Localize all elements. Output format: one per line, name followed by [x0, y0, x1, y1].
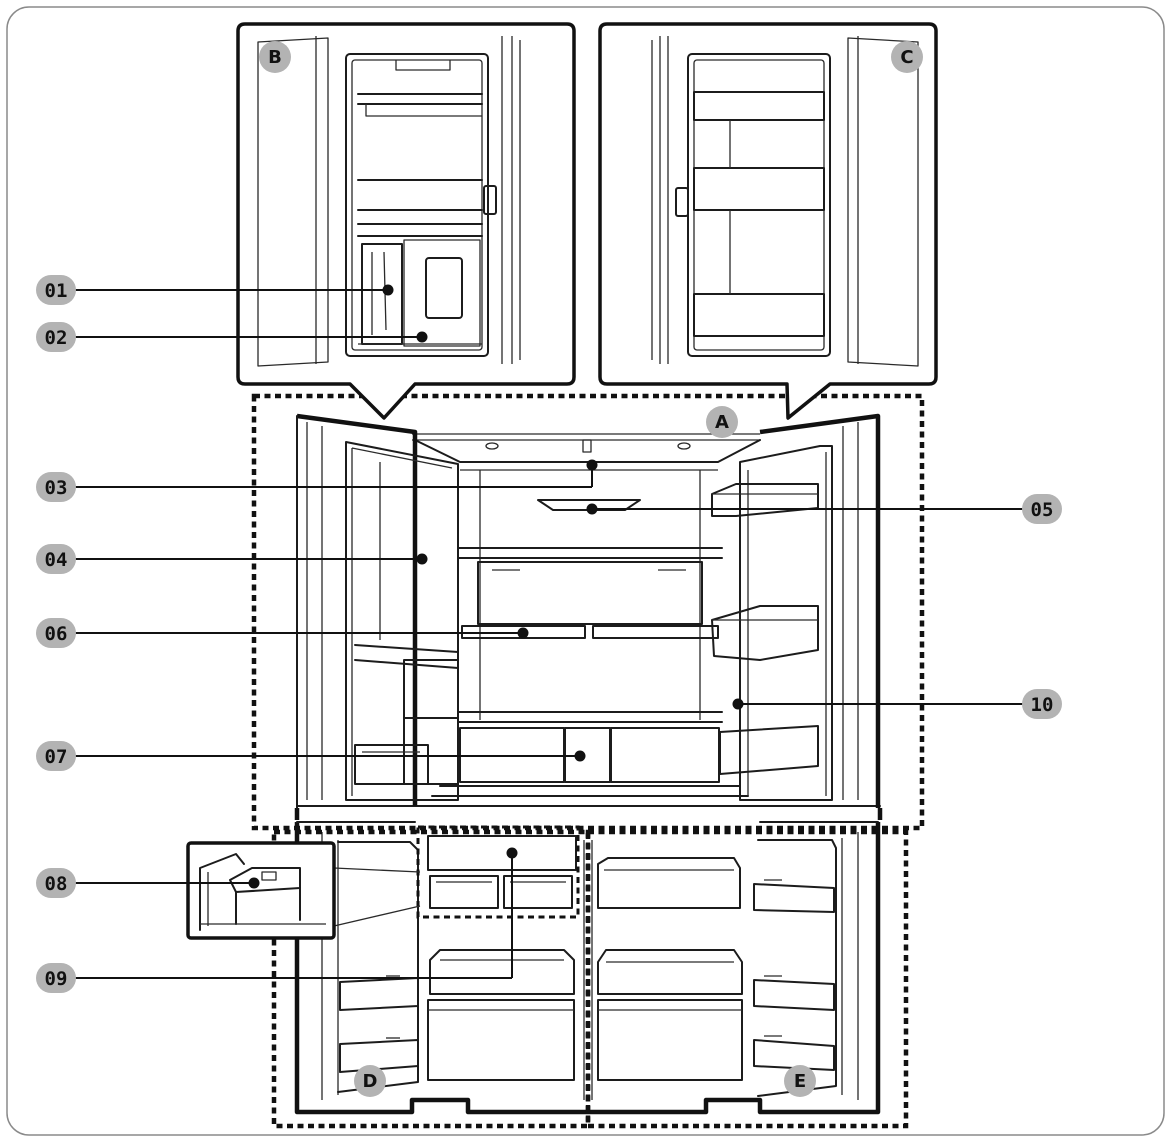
zone-label-a: A: [706, 406, 738, 438]
zone-label-b: B: [259, 41, 291, 73]
callout-03: 03: [36, 472, 76, 502]
callout-08: 08: [36, 868, 76, 898]
svg-text:07: 07: [45, 746, 68, 768]
inset-08-drawer-detail: [186, 841, 421, 940]
zone-label-c: C: [891, 41, 923, 73]
svg-text:05: 05: [1031, 499, 1054, 521]
svg-text:E: E: [794, 1071, 806, 1092]
callout-09: 09: [36, 963, 76, 993]
diagram-frame: [6, 6, 1165, 1136]
zone-label-d: D: [354, 1065, 386, 1097]
zone-label-e: E: [784, 1065, 816, 1097]
callout-02: 02: [36, 322, 76, 352]
callout-10: 10: [1022, 689, 1062, 719]
callout-07: 07: [36, 741, 76, 771]
svg-text:04: 04: [45, 549, 68, 571]
callout-05: 05: [1022, 494, 1062, 524]
callout-04: 04: [36, 544, 76, 574]
inset-b-left-door-detail: [236, 22, 576, 420]
callout-06: 06: [36, 618, 76, 648]
svg-text:06: 06: [45, 623, 68, 645]
callout-01: 01: [36, 275, 76, 305]
svg-text:10: 10: [1031, 694, 1054, 716]
svg-text:C: C: [900, 47, 913, 68]
zone-a-outline: [251, 393, 925, 831]
svg-text:02: 02: [45, 327, 68, 349]
svg-text:09: 09: [45, 968, 68, 990]
fridge-right-door: [711, 413, 881, 808]
inset-c-right-door-detail: [598, 22, 938, 420]
svg-text:B: B: [268, 47, 282, 68]
svg-text:D: D: [363, 1071, 378, 1092]
svg-text:01: 01: [45, 280, 68, 302]
fridge-left-door: [296, 413, 459, 809]
leader-lines: [75, 289, 1024, 979]
svg-text:08: 08: [45, 873, 68, 895]
svg-text:A: A: [715, 412, 729, 433]
svg-text:03: 03: [45, 477, 68, 499]
zone-e-outline: [585, 829, 909, 1129]
callout-dots: [248, 284, 744, 889]
fridge-compartment: [294, 433, 883, 820]
